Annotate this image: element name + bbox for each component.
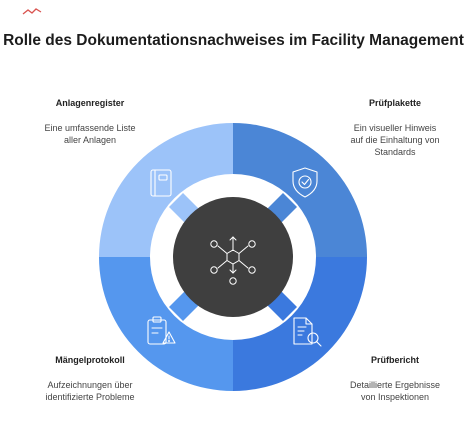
clipboard-warning-icon	[147, 316, 176, 345]
heading-maengelprotokoll: Mängelprotokoll	[55, 355, 125, 365]
network-hub-icon	[210, 236, 256, 285]
desc-line: identifizierte Probleme	[45, 392, 135, 402]
segment-pruefplakette	[233, 123, 367, 257]
binder-icon	[150, 169, 172, 197]
report-search-icon	[293, 317, 322, 347]
heading-pruefbericht: Prüfbericht	[370, 355, 419, 365]
desc-line: Aufzeichnungen über	[47, 380, 133, 390]
shield-check-icon	[292, 167, 318, 198]
page-title: Rolle des Dokumentationsnachweises im Fa…	[3, 32, 464, 49]
segment-pruefbericht	[233, 257, 367, 391]
desc-line: Standards	[374, 147, 416, 157]
label-pruefbericht: Prüfbericht Detaillierte Ergebnisse von …	[325, 354, 465, 403]
desc-line: auf die Einhaltung von	[350, 135, 440, 145]
label-pruefplakette: Prüfplakette Ein visueller Hinweis auf d…	[325, 97, 465, 158]
segment-anlagenregister	[99, 123, 233, 257]
desc-line: Detaillierte Ergebnisse	[349, 380, 441, 390]
desc-line: Ein visueller Hinweis	[353, 123, 437, 133]
heading-pruefplakette: Prüfplakette	[368, 98, 421, 108]
desc-line: aller Anlagen	[63, 135, 117, 145]
brand-logo	[22, 8, 42, 15]
center-hub	[173, 197, 293, 317]
heading-anlagenregister: Anlagenregister	[55, 98, 125, 108]
label-anlagenregister: Anlagenregister Eine umfassende Liste al…	[20, 97, 160, 146]
desc-line: Eine umfassende Liste	[44, 123, 136, 133]
desc-line: von Inspektionen	[360, 392, 430, 402]
label-maengelprotokoll: Mängelprotokoll Aufzeichnungen über iden…	[20, 354, 160, 403]
